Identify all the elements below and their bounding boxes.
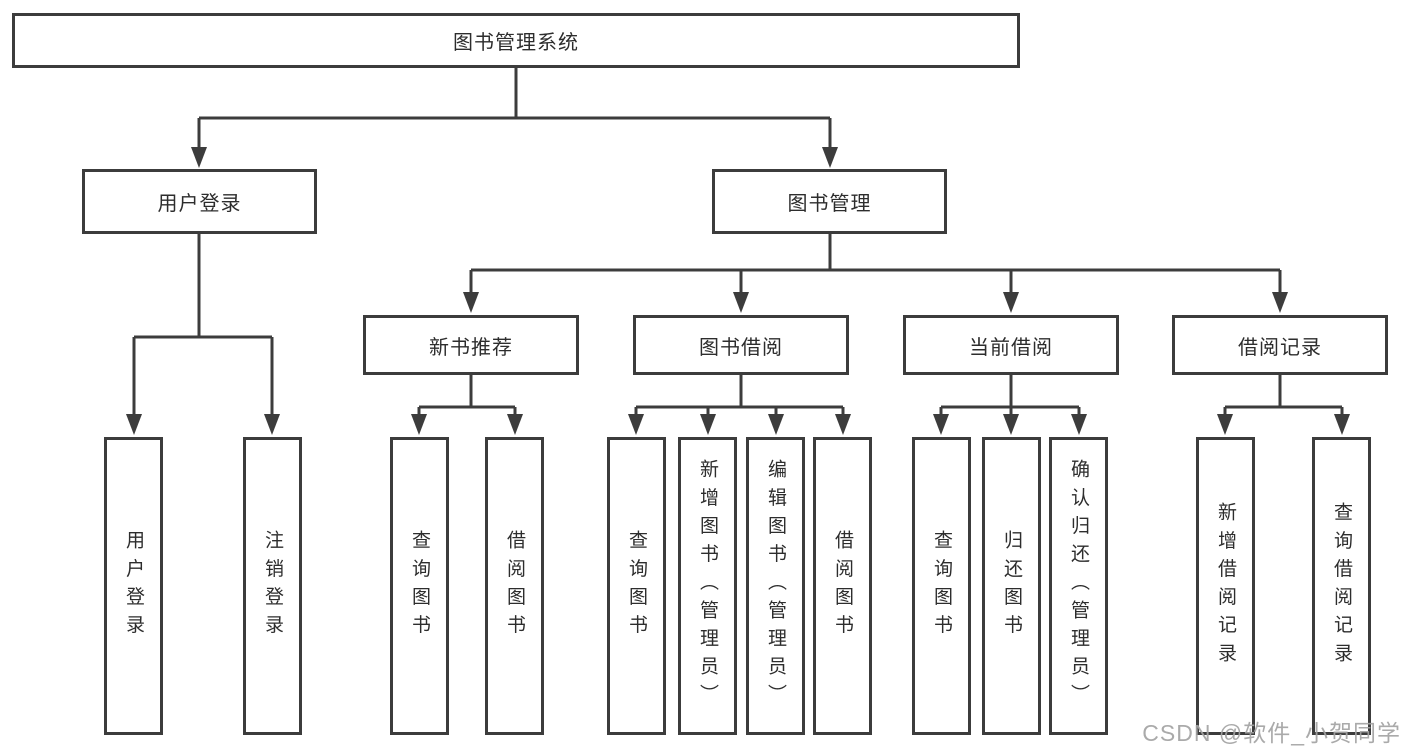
leaf-add-borrow-record: 新增借阅记录 [1196,437,1255,735]
leaf-query-books-current: 查询图书 [912,437,971,735]
leaf-query-borrow-record: 查询借阅记录 [1312,437,1371,735]
leaf-confirm-return-admin: 确认归还（管理员） [1049,437,1108,735]
node-book-borrow: 图书借阅 [633,315,849,375]
node-current-borrow: 当前借阅 [903,315,1119,375]
tree-edges [132,68,1344,420]
leaf-borrow-books: 借阅图书 [813,437,872,735]
csdn-watermark: CSDN @软件_小贺同学 [1142,720,1401,746]
node-root-system: 图书管理系统 [12,13,1020,68]
leaf-query-books-borrow: 查询图书 [607,437,666,735]
leaf-edit-books-admin: 编辑图书（管理员） [746,437,805,735]
node-new-book-recommend: 新书推荐 [363,315,579,375]
leaf-logout: 注销登录 [243,437,302,735]
leaf-user-login: 用户登录 [104,437,163,735]
leaf-borrow-books-recommend: 借阅图书 [485,437,544,735]
leaf-query-books-recommend: 查询图书 [390,437,449,735]
node-book-management: 图书管理 [712,169,947,234]
leaf-add-books-admin: 新增图书（管理员） [678,437,737,735]
arrowheads [126,147,1350,435]
node-user-login: 用户登录 [82,169,317,234]
leaf-return-books: 归还图书 [982,437,1041,735]
node-borrow-records: 借阅记录 [1172,315,1388,375]
